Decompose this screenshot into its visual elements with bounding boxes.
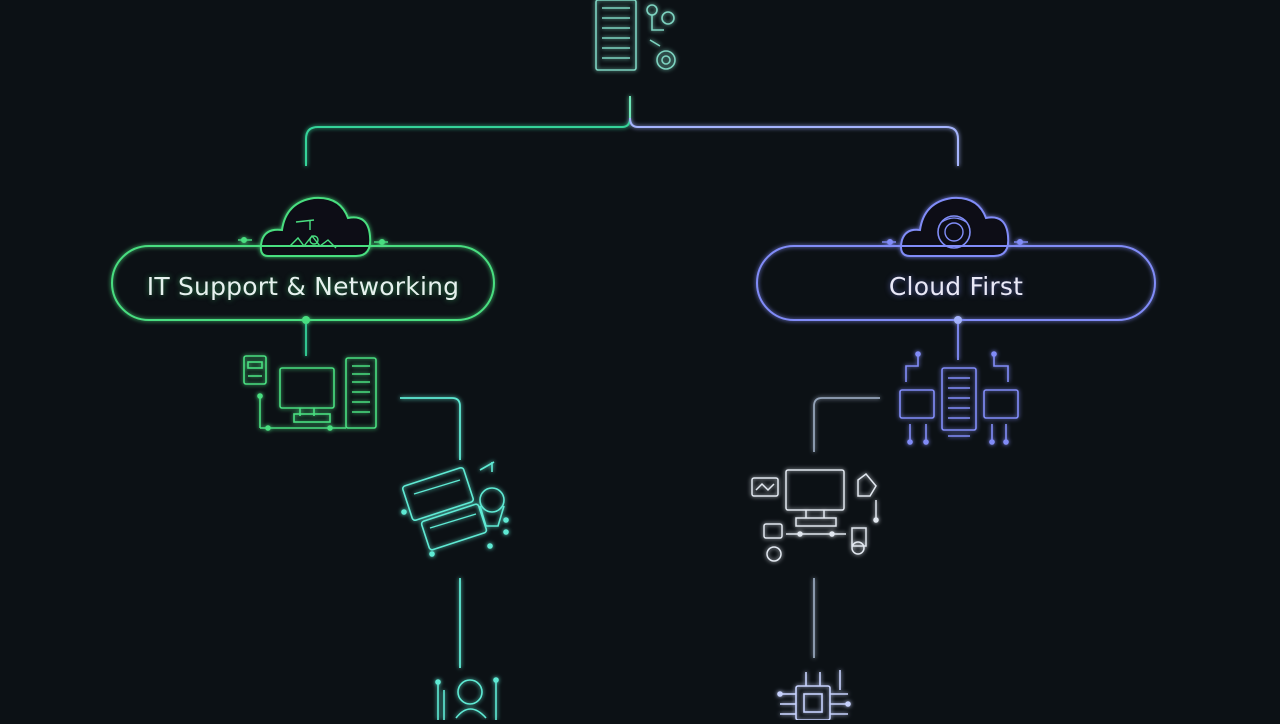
right-node [756,196,1156,324]
connected-devices-icon [751,469,879,562]
right-branch-lines [813,324,959,658]
server-cluster-icon [899,351,1019,445]
left-node [111,196,495,324]
cloud-network-icon [238,196,388,257]
cloud-icon [882,196,1028,257]
left-branch-lines [305,324,461,668]
root-connector [305,96,959,166]
cloud-first-node-label: Cloud First [888,272,1024,301]
server-rack-icon [595,0,676,71]
chip-icon [777,670,851,721]
desktop-computer-icon [243,355,377,431]
engineer-icon [435,677,499,720]
network-switch-icon [401,461,509,557]
it-support-node-label: IT Support & Networking [146,272,460,301]
